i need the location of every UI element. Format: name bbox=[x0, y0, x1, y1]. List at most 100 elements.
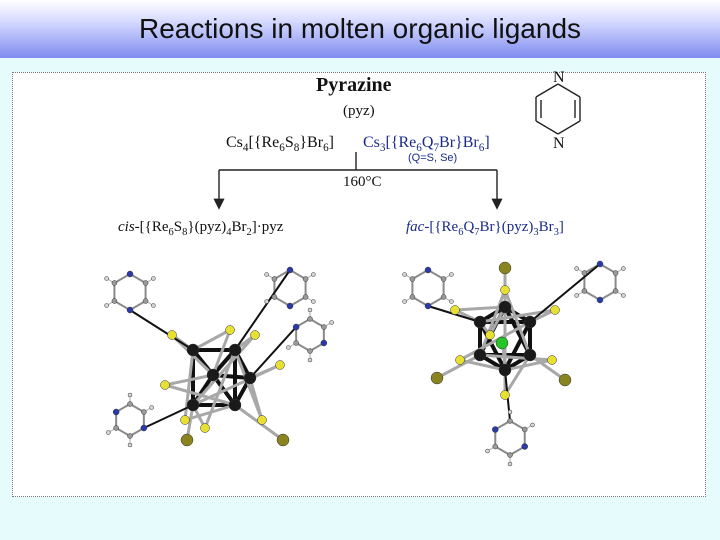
left-cluster-atom bbox=[126, 270, 134, 278]
left-cluster-atom bbox=[141, 409, 147, 415]
left-cluster-atom bbox=[276, 433, 290, 447]
right-cluster-bond bbox=[529, 263, 601, 323]
left-cluster-atom bbox=[307, 357, 313, 363]
left-cluster-atom bbox=[151, 303, 156, 308]
right-cluster-atom bbox=[485, 330, 495, 340]
right-cluster-atom bbox=[612, 288, 619, 294]
right-cluster-atom bbox=[492, 426, 499, 433]
left-cluster-atom bbox=[257, 415, 267, 425]
left-cluster-atom bbox=[302, 294, 309, 300]
reactant-right-text: Cs3[{Re6Q7Br}Br6] bbox=[363, 134, 490, 155]
left-cluster-bond bbox=[191, 328, 232, 352]
right-cluster-atom bbox=[507, 418, 513, 424]
left-cluster-atom bbox=[149, 405, 154, 410]
right-cluster-atom bbox=[523, 315, 537, 329]
right-cluster-atom bbox=[507, 409, 513, 415]
left-cluster-atom bbox=[286, 266, 294, 274]
left-cluster-atom bbox=[228, 343, 242, 357]
right-cluster-bond bbox=[435, 353, 482, 380]
right-cluster-bond bbox=[503, 320, 532, 372]
right-cluster-atom bbox=[596, 296, 604, 304]
left-cluster-atom bbox=[311, 299, 316, 304]
right-cluster-atom bbox=[485, 448, 490, 454]
left-cluster-atom bbox=[111, 280, 118, 286]
right-cluster-atom bbox=[498, 363, 512, 377]
left-cluster-atom bbox=[180, 433, 194, 447]
right-cluster-bond bbox=[503, 288, 532, 357]
left-cluster-bond bbox=[191, 333, 257, 407]
left-cluster-atom bbox=[167, 330, 177, 340]
left-cluster-atom bbox=[243, 371, 257, 385]
left-cluster-atom bbox=[271, 294, 278, 300]
right-cluster-bond bbox=[478, 353, 554, 362]
right-cluster-atom bbox=[621, 266, 626, 271]
molecule-left bbox=[104, 266, 334, 448]
left-cluster-atom bbox=[264, 299, 269, 304]
product-right: fac-[{Re6Q7Br}(pyz)3Br3] bbox=[406, 219, 564, 238]
left-cluster-bond bbox=[249, 326, 298, 379]
right-cluster-atom bbox=[492, 443, 499, 450]
right-cluster-atom bbox=[547, 355, 557, 365]
left-cluster-atom bbox=[307, 307, 313, 313]
left-cluster-atom bbox=[142, 298, 149, 304]
reactant-right: Cs3[{Re6Q7Br}Br6] bbox=[363, 134, 490, 154]
right-cluster-atom bbox=[495, 336, 509, 350]
left-cluster-atom bbox=[140, 424, 148, 432]
left-cluster-atom bbox=[206, 368, 220, 382]
right-cluster-atom bbox=[450, 305, 460, 315]
left-cluster-atom bbox=[321, 324, 327, 330]
left-cluster-atom bbox=[186, 343, 200, 357]
right-cluster-atom bbox=[430, 371, 444, 385]
right-cluster-bond bbox=[503, 358, 554, 372]
right-cluster-bond bbox=[528, 353, 567, 382]
right-cluster-atom bbox=[507, 461, 513, 467]
right-cluster-atom bbox=[500, 285, 510, 295]
right-cluster-atom bbox=[498, 300, 512, 314]
right-cluster-bond bbox=[478, 288, 507, 357]
left-cluster-bond bbox=[142, 404, 194, 429]
left-cluster-atom bbox=[186, 398, 200, 412]
reactant-left-text: Cs4[{Re6S8}Br6] bbox=[226, 134, 334, 155]
left-cluster-atom bbox=[307, 316, 313, 322]
left-cluster-atom bbox=[307, 348, 313, 354]
right-cluster-atom bbox=[402, 272, 407, 277]
title-bar: Reactions in molten organic ligands bbox=[0, 0, 720, 58]
right-cluster-atom bbox=[473, 348, 487, 362]
substituent-note: (Q=S, Se) bbox=[408, 152, 458, 164]
left-cluster-atom bbox=[113, 425, 119, 431]
left-cluster-atom bbox=[127, 401, 133, 407]
right-cluster-atom bbox=[449, 272, 454, 277]
right-cluster-atom bbox=[574, 293, 579, 298]
left-cluster-bond bbox=[211, 328, 232, 377]
left-cluster-atom bbox=[106, 430, 111, 435]
pyrazine-n-top: N bbox=[553, 69, 565, 86]
right-cluster-atom bbox=[596, 260, 604, 268]
left-cluster-atom bbox=[271, 276, 278, 282]
left-cluster-atom bbox=[111, 298, 118, 304]
right-cluster-atom bbox=[402, 299, 407, 304]
right-cluster-atom bbox=[523, 348, 537, 362]
right-cluster-atom bbox=[409, 294, 416, 300]
left-cluster-atom bbox=[302, 276, 309, 282]
right-cluster-atom bbox=[498, 261, 512, 275]
right-cluster-atom bbox=[581, 270, 588, 276]
left-cluster-atom bbox=[142, 280, 149, 286]
left-cluster-atom bbox=[329, 320, 334, 325]
left-cluster-atom bbox=[250, 330, 260, 340]
heading-pyrazine: Pyrazine bbox=[316, 74, 392, 96]
left-cluster-bond bbox=[234, 269, 291, 351]
left-cluster-atom bbox=[127, 433, 133, 439]
molecule-right bbox=[402, 260, 626, 467]
left-cluster-bond bbox=[203, 348, 237, 430]
right-cluster-atom bbox=[507, 452, 513, 458]
left-cluster-atom bbox=[275, 360, 285, 370]
right-cluster-atom bbox=[621, 293, 626, 298]
right-cluster-atom bbox=[424, 266, 432, 274]
product-left-text: cis-[{Re6S8}(pyz)4Br2]·pyz bbox=[118, 219, 284, 238]
right-cluster-bond bbox=[503, 353, 532, 397]
left-cluster-atom bbox=[286, 345, 291, 350]
left-cluster-atom bbox=[228, 398, 242, 412]
left-cluster-atom bbox=[104, 303, 109, 308]
right-cluster-bond bbox=[478, 320, 507, 372]
right-cluster-atom bbox=[455, 355, 465, 365]
